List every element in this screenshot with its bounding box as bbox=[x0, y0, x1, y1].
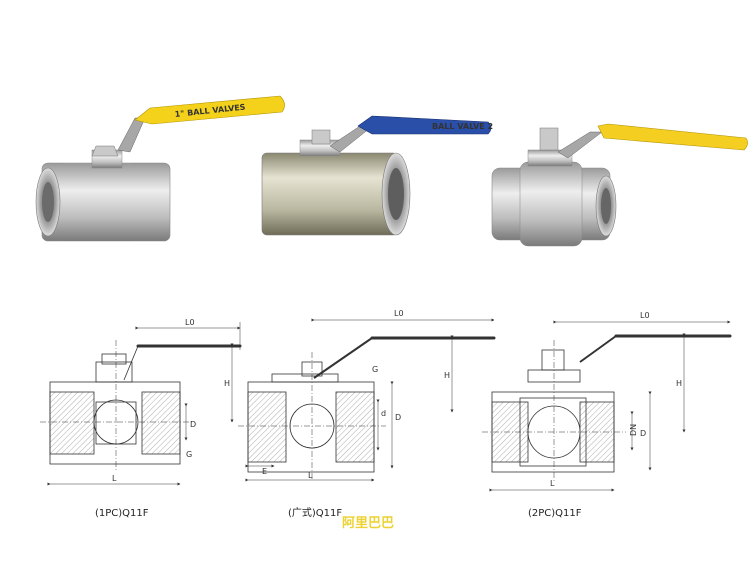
photo-2pc-valve bbox=[491, 123, 748, 247]
d3-H-label: H bbox=[676, 379, 682, 388]
handle-1pc bbox=[134, 95, 285, 125]
d2-G-label: G bbox=[372, 365, 378, 374]
d3-L-label: L bbox=[550, 479, 555, 488]
d3-caption: (2PC)Q11F bbox=[528, 508, 582, 519]
d2-E-label: E bbox=[262, 467, 267, 476]
d3-DN-label: DN bbox=[629, 424, 638, 436]
drawing-2pc bbox=[482, 320, 732, 492]
d2-L-label: L bbox=[308, 471, 313, 480]
photo-1pc-valve: 1" BALL VALVES bbox=[35, 95, 285, 242]
handle-wide-text: BALL VALVE 2 bbox=[432, 122, 493, 131]
handle-2pc bbox=[597, 123, 748, 151]
photo-wide-valve: BALL VALVE 2 bbox=[261, 115, 493, 236]
drawing-1pc bbox=[40, 322, 242, 486]
d1-H-label: H bbox=[224, 379, 230, 388]
handle-wide bbox=[357, 115, 492, 135]
d2-L0-label: L0 bbox=[394, 309, 404, 318]
d2-d-label: d bbox=[381, 409, 386, 418]
d2-caption: (广式)Q11F bbox=[288, 506, 342, 519]
d1-caption: (1PC)Q11F bbox=[95, 508, 149, 519]
d1-L0-label: L0 bbox=[185, 318, 195, 327]
d3-L0-label: L0 bbox=[640, 311, 650, 320]
d1-L-label: L bbox=[112, 474, 117, 483]
d2-D-label: D bbox=[395, 413, 401, 422]
drawing-wide bbox=[238, 318, 496, 482]
d3-D-label: D bbox=[640, 429, 646, 438]
d2-H-label: H bbox=[444, 371, 450, 380]
watermark: 阿里巴巴 bbox=[342, 516, 394, 531]
d1-G-label: G bbox=[186, 450, 192, 459]
d1-D-label: D bbox=[190, 420, 196, 429]
